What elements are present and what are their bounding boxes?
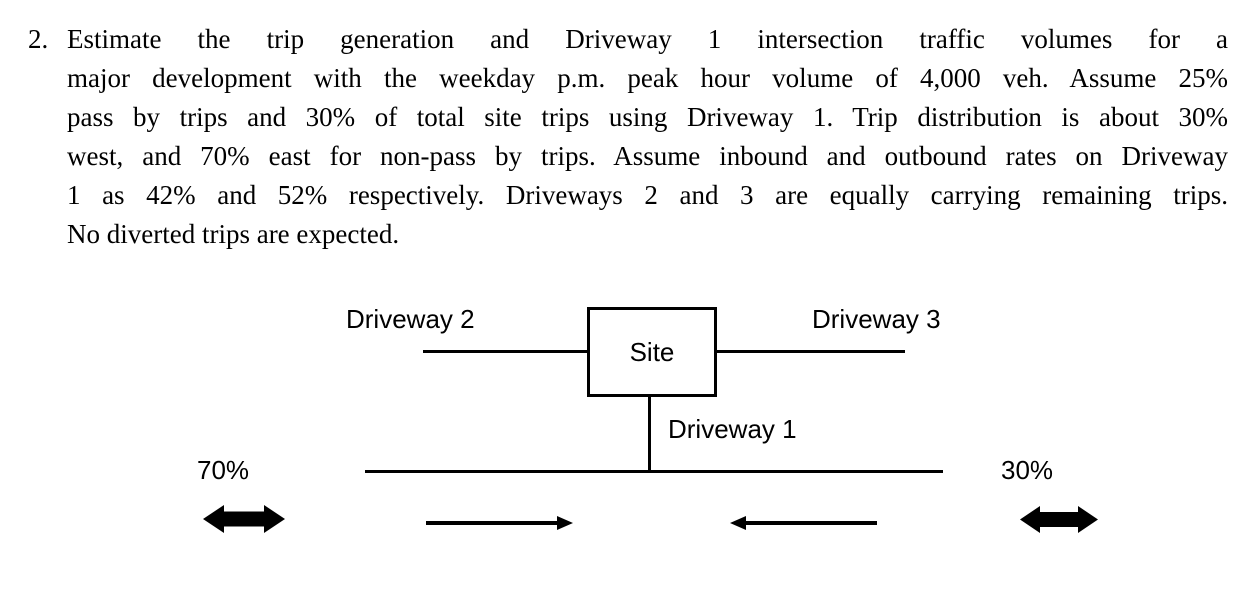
problem-number: 2. xyxy=(28,24,49,54)
driveway2-line xyxy=(423,350,587,353)
problem-text-line: west, and 70% east for non-pass by trips… xyxy=(67,141,1228,171)
site-box: Site xyxy=(587,307,717,397)
west-two-way-arrow-icon xyxy=(203,505,285,533)
problem-text-line: Estimate the trip generation and Drivewa… xyxy=(67,24,1228,54)
driveway3-line xyxy=(717,350,905,353)
driveway2-label: Driveway 2 xyxy=(346,304,475,334)
westbound-arrow-icon xyxy=(730,516,877,530)
problem-text-line: major development with the weekday p.m. … xyxy=(67,63,1228,93)
east-percent-label: 30% xyxy=(1001,455,1054,485)
problem-text-line: No diverted trips are expected. xyxy=(67,219,400,249)
driveway1-line xyxy=(648,396,651,472)
driveway3-label: Driveway 3 xyxy=(812,304,941,334)
problem-text: Estimate the trip generation and Drivewa… xyxy=(67,20,1228,254)
main-road-line xyxy=(365,470,943,473)
east-two-way-arrow-icon xyxy=(1020,506,1098,533)
site-label: Site xyxy=(629,336,675,367)
eastbound-arrow-icon xyxy=(426,516,573,530)
problem-statement: 2. Estimate the trip generation and Driv… xyxy=(28,20,1228,254)
problem-text-line: pass by trips and 30% of total site trip… xyxy=(67,102,1228,132)
driveway1-label: Driveway 1 xyxy=(668,414,797,444)
west-percent-label: 70% xyxy=(197,455,250,485)
problem-text-line: 1 as 42% and 52% respectively. Driveways… xyxy=(67,180,1228,210)
